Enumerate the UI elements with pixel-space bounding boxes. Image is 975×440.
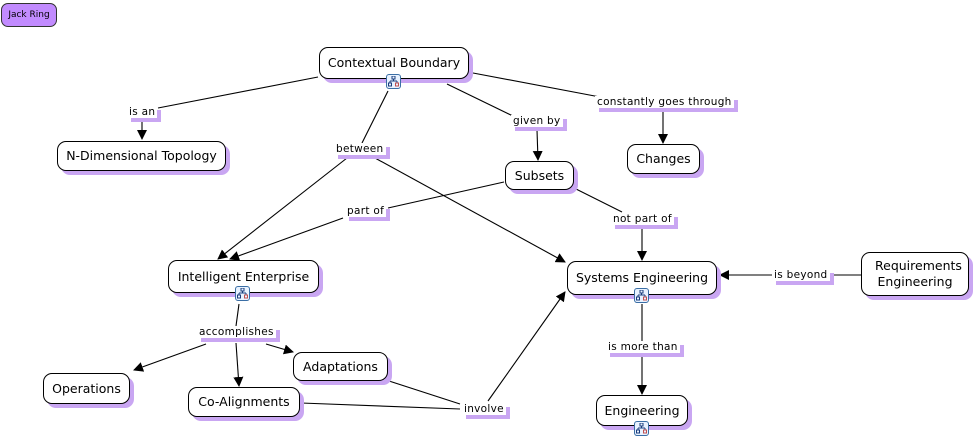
link-accomplishes[interactable]: accomplishes: [197, 326, 276, 338]
concept-requirements-engineering[interactable]: Requirements Engineering: [861, 252, 969, 296]
link-involve[interactable]: involve: [462, 403, 506, 415]
edge-cb-constantly: [472, 72, 601, 98]
edge-involve-se: [487, 291, 566, 402]
edge-cb-between: [361, 90, 389, 144]
concept-label: Contextual Boundary: [327, 55, 461, 70]
resource-icon[interactable]: [634, 288, 649, 303]
author-name: Jack Ring: [8, 10, 50, 20]
resource-icon[interactable]: [235, 286, 250, 301]
link-between[interactable]: between: [334, 143, 386, 155]
link-constantly-goes-through[interactable]: constantly goes through: [595, 96, 734, 108]
concept-label: Requirements Engineering: [875, 258, 962, 289]
link-is-an[interactable]: is an: [127, 106, 158, 118]
edge-given-by-subsets: [532, 129, 543, 161]
edge-adapt-involve: [388, 380, 461, 405]
concept-label: Intelligent Enterprise: [177, 268, 310, 284]
edge-subsets-not-part-of: [573, 187, 623, 213]
link-given-by[interactable]: given by: [511, 115, 563, 127]
concept-label: Systems Engineering: [575, 270, 709, 285]
link-part-of[interactable]: part of: [345, 205, 387, 217]
link-not-part-of[interactable]: not part of: [611, 213, 674, 225]
edge-coalign-involve: [300, 402, 461, 410]
link-is-beyond[interactable]: is beyond: [772, 269, 830, 281]
edge-accomplishes-adapt: [265, 343, 294, 355]
concept-intelligent-enterprise[interactable]: Intelligent Enterprise: [168, 260, 319, 293]
concept-operations[interactable]: Operations: [43, 373, 130, 404]
concept-label: Operations: [52, 380, 121, 396]
concept-label: Engineering: [604, 402, 680, 418]
edge-cb-given-by: [446, 83, 516, 118]
concept-co-alignments[interactable]: Co-Alignments: [188, 387, 300, 417]
concept-adaptations[interactable]: Adaptations: [293, 352, 388, 381]
concept-label: Adaptations: [303, 358, 378, 374]
edge-cb-is-an: [157, 76, 319, 109]
concept-contextual-boundary[interactable]: Contextual Boundary: [319, 47, 469, 79]
concept-label: Subsets: [514, 167, 565, 183]
resource-icon[interactable]: [386, 74, 401, 89]
concept-changes[interactable]: Changes: [627, 144, 700, 174]
concept-engineering[interactable]: Engineering: [596, 395, 688, 426]
concept-label: Changes: [636, 151, 691, 166]
concept-subsets[interactable]: Subsets: [505, 161, 574, 190]
author-badge[interactable]: Jack Ring: [1, 3, 57, 27]
concept-label: Co-Alignments: [198, 394, 290, 409]
concept-label: N-Dimensional Topology: [66, 148, 217, 163]
resource-icon[interactable]: [634, 421, 649, 436]
edge-between-ie: [217, 157, 348, 260]
edge-between-se: [374, 157, 566, 263]
edge-accomplishes-coalign: [233, 342, 244, 387]
edge-accomplishes-operations: [133, 343, 207, 372]
edge-subsets-part-of: [387, 181, 505, 209]
link-is-more-than[interactable]: is more than: [606, 341, 680, 353]
edge-ie-accomplishes: [235, 303, 240, 327]
edge-part-of-ie: [229, 217, 344, 261]
concept-n-dimensional-topology[interactable]: N-Dimensional Topology: [57, 141, 226, 171]
